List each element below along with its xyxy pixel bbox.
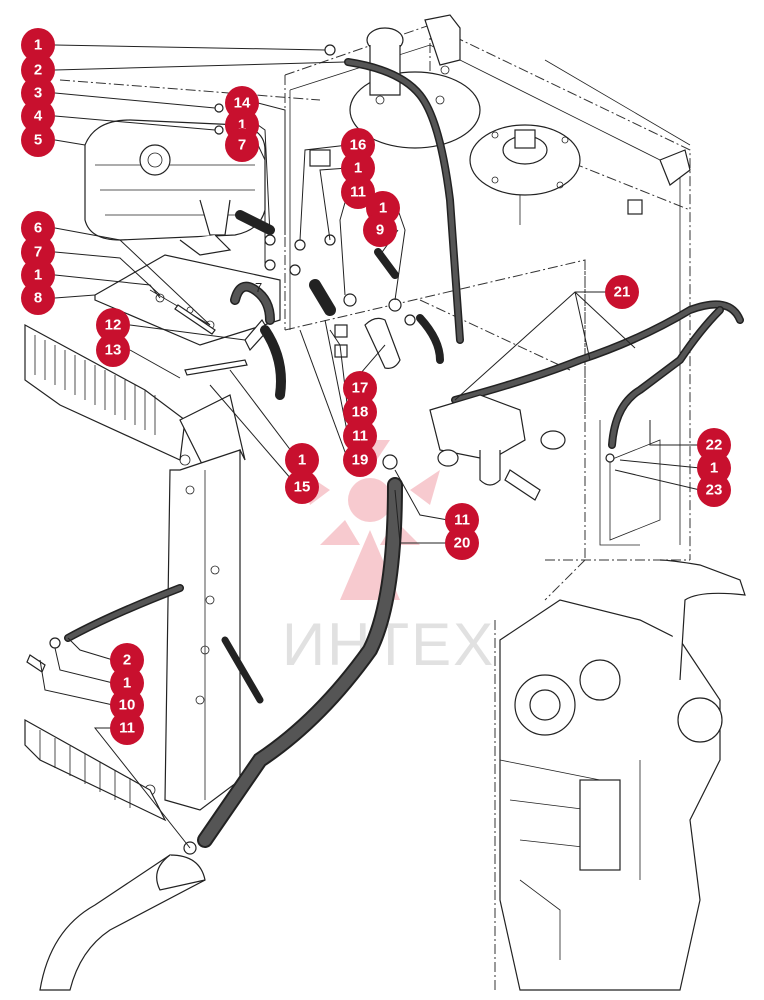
callout-4[interactable]: 4: [21, 99, 55, 133]
leader-lines: [39, 44, 701, 849]
callout-1-mid[interactable]: 1: [341, 151, 375, 185]
hose-bypass-right: [451, 300, 744, 404]
svg-text:13: 13: [105, 342, 122, 359]
marker-7: 7: [255, 280, 262, 295]
filter-cap-left: [349, 27, 481, 149]
svg-text:1: 1: [379, 200, 387, 217]
svg-text:22: 22: [706, 437, 723, 454]
svg-text:16: 16: [350, 137, 367, 154]
callouts: 1 2 3 4 5 6 7 1 8 12 13 14 1 7 16 1 11 1…: [21, 28, 731, 745]
part-markers: 7: [255, 280, 262, 295]
svg-text:11: 11: [119, 720, 135, 737]
callout-19[interactable]: 19: [343, 443, 377, 477]
radiator-fins-bottom: [39, 730, 131, 808]
callout-1-top[interactable]: 1: [21, 28, 55, 62]
frame-outline: [59, 24, 691, 990]
callout-8[interactable]: 8: [21, 281, 55, 315]
svg-text:6: 6: [34, 220, 42, 237]
svg-text:5: 5: [34, 132, 42, 149]
svg-text:21: 21: [614, 284, 631, 301]
thermostat-housing: [364, 317, 566, 501]
svg-text:23: 23: [706, 482, 723, 499]
callout-13[interactable]: 13: [96, 333, 130, 367]
svg-text:15: 15: [294, 479, 311, 496]
svg-text:1: 1: [34, 37, 42, 54]
callout-11-mid[interactable]: 11: [341, 175, 375, 209]
radiator: [24, 323, 246, 822]
svg-text:1: 1: [238, 117, 246, 134]
hose-lower-main: [197, 477, 403, 848]
callout-1-low[interactable]: 1: [285, 443, 319, 477]
svg-text:10: 10: [119, 697, 136, 714]
engine: [499, 559, 746, 991]
radiator-fins-top: [34, 335, 156, 435]
callout-6[interactable]: 6: [21, 211, 55, 245]
svg-text:1: 1: [710, 460, 718, 477]
cabinet-body: [289, 14, 691, 546]
svg-text:1: 1: [123, 675, 131, 692]
svg-text:14: 14: [234, 95, 251, 112]
svg-text:1: 1: [354, 160, 362, 177]
svg-text:11: 11: [352, 428, 368, 445]
callout-12[interactable]: 12: [96, 308, 130, 342]
svg-text:9: 9: [376, 222, 384, 239]
svg-text:2: 2: [123, 652, 131, 669]
callout-18[interactable]: 18: [343, 395, 377, 429]
svg-text:18: 18: [352, 404, 369, 421]
hose-top-vent: [344, 58, 464, 344]
svg-text:7: 7: [238, 137, 246, 154]
callout-11-bottom[interactable]: 11: [110, 711, 144, 745]
callout-5[interactable]: 5: [21, 123, 55, 157]
hose-upper-link: [235, 210, 444, 364]
callout-15[interactable]: 15: [285, 470, 319, 504]
hose-tank-outlet: [230, 281, 275, 325]
svg-text:19: 19: [352, 452, 369, 469]
svg-text:3: 3: [34, 85, 42, 102]
hose-return-right: [608, 306, 724, 449]
svg-text:20: 20: [454, 535, 471, 552]
filter-cap-right: [469, 124, 643, 225]
svg-text:12: 12: [105, 317, 122, 334]
hose-radiator-diag: [221, 325, 286, 704]
callout-9[interactable]: 9: [363, 213, 397, 247]
svg-text:11: 11: [350, 184, 366, 201]
callout-7-upper[interactable]: 7: [225, 128, 259, 162]
callout-11-low[interactable]: 11: [343, 419, 377, 453]
svg-text:7: 7: [34, 244, 42, 261]
svg-text:1: 1: [298, 452, 306, 469]
svg-text:4: 4: [34, 108, 43, 125]
svg-text:17: 17: [352, 380, 369, 397]
callout-17[interactable]: 17: [343, 371, 377, 405]
lower-pipe: [39, 854, 206, 991]
svg-text:11: 11: [454, 512, 470, 529]
svg-text:1: 1: [34, 267, 42, 284]
callout-21[interactable]: 21: [605, 275, 639, 309]
svg-text:8: 8: [34, 290, 42, 307]
callout-23[interactable]: 23: [697, 473, 731, 507]
svg-text:2: 2: [34, 62, 42, 79]
expansion-tank: [84, 119, 266, 256]
callout-20[interactable]: 20: [445, 526, 479, 560]
hoses: [64, 58, 744, 848]
hose-radiator-left: [64, 584, 184, 642]
